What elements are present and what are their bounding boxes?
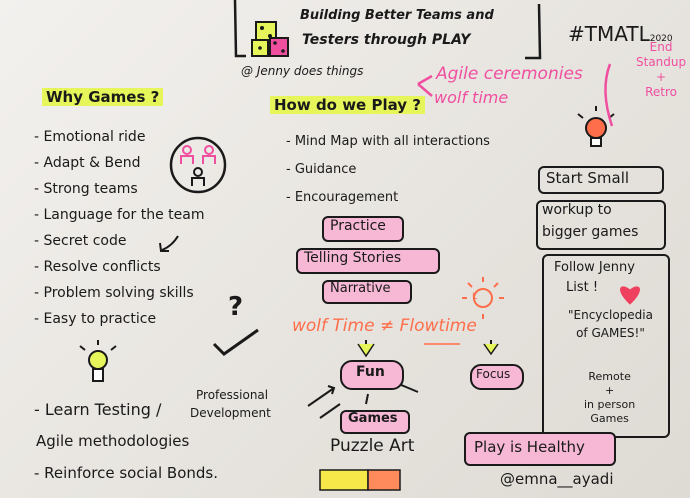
lightbulb-icon-right — [577, 106, 615, 147]
hashtag: #TMATL2020 — [568, 22, 673, 46]
clock-label: L — [472, 292, 478, 302]
remote-line-1: Remote — [588, 370, 631, 383]
list-item: - Language for the team — [34, 207, 205, 223]
how-play-heading: How do we Play ? — [270, 96, 425, 114]
list-item: - Resolve conflicts — [34, 259, 161, 275]
workup-line-2: bigger games — [542, 224, 639, 240]
list-item: - Easy to practice — [34, 311, 157, 327]
start-small-box — [538, 166, 664, 194]
bracket-retro: Retro — [645, 85, 678, 99]
hashtag-year: 2020 — [649, 34, 673, 44]
list-item: - Encouragement — [286, 190, 399, 205]
people-icon — [169, 136, 227, 194]
remote-line-4: Games — [590, 412, 629, 425]
question-mark: ? — [228, 292, 244, 322]
start-small: Start Small — [546, 169, 630, 187]
workup-line-1: workup to — [542, 202, 612, 218]
encyclopedia-line-2: of GAMES!" — [576, 326, 645, 340]
title-line-2: Testers through PLAY — [302, 32, 471, 48]
encyclopedia: "Encyclopedia of GAMES!" — [568, 306, 653, 342]
clock-icon — [462, 277, 504, 319]
workup-box — [536, 200, 666, 250]
play-is-healthy: Play is Healthy — [474, 438, 585, 456]
bracket-plus: + — [656, 70, 667, 84]
hashtag-text: #TMATL — [568, 22, 650, 46]
how-play-text: How do we Play ? — [270, 96, 425, 114]
title-line-1: Building Better Teams and — [300, 8, 494, 23]
follow-jenny: Follow Jenny List ! — [554, 258, 635, 298]
remote-line-3: in person — [584, 398, 636, 411]
lightbulb-icon — [79, 340, 117, 382]
why-games-list: - Emotional ride - Adapt & Bend - Strong… — [34, 124, 205, 332]
dice-icon — [251, 21, 289, 57]
healthy-box — [464, 432, 616, 466]
narrative-label: Narrative — [330, 281, 391, 296]
bracket-standup: Standup — [636, 55, 687, 69]
remote-games: Remote + in person Games — [584, 370, 635, 426]
how-play-list: - Mind Map with all interactions - Guida… — [286, 128, 490, 212]
list-item: - Emotional ride — [34, 129, 146, 145]
telling-stories-label: Telling Stories — [304, 250, 402, 266]
list-item: - Mind Map with all interactions — [286, 134, 490, 149]
check-icon — [212, 328, 259, 356]
author-credit: @ Jenny does things — [241, 64, 364, 78]
focus-label: Focus — [476, 367, 511, 381]
agile-bracket: End Standup + Retro — [636, 40, 686, 100]
fun-cloud — [340, 360, 404, 390]
author-handle: @emna__ayadi — [500, 470, 614, 488]
list-item: - Secret code — [34, 233, 127, 249]
why-games-text: Why Games ? — [42, 88, 164, 106]
learn-testing: - Learn Testing / — [34, 400, 162, 419]
list-item: - Problem solving skills — [34, 285, 194, 301]
practice-label: Practice — [330, 218, 386, 234]
telling-stories-box — [296, 248, 440, 274]
bracket-end: End — [649, 40, 673, 54]
why-games-heading: Why Games ? — [42, 88, 164, 106]
games-box — [340, 410, 410, 434]
development: Development — [190, 406, 271, 420]
focus-cloud — [470, 364, 524, 390]
practice-box — [322, 216, 404, 242]
list-item: - Adapt & Bend — [34, 155, 141, 171]
reinforce-bonds: - Reinforce social Bonds. — [34, 464, 218, 482]
follow-line-2: List ! — [566, 280, 599, 295]
follow-line-1: Follow Jenny — [554, 260, 635, 275]
professional: Professional — [196, 388, 269, 402]
fun-label: Fun — [356, 364, 385, 380]
agile-wolf-time: wolf time — [434, 88, 509, 107]
encyclopedia-line-1: "Encyclopedia — [568, 308, 653, 322]
agile-ceremonies: Agile ceremonies — [436, 64, 583, 84]
puzzle-art: Puzzle Art — [330, 436, 415, 456]
list-item: - Guidance — [286, 162, 357, 177]
agile-methodologies: Agile methodologies — [36, 432, 190, 450]
games-label: Games — [348, 411, 398, 426]
wolf-flow-time: wolf Time ≠ Flowtime — [292, 316, 477, 336]
remote-line-2: + — [605, 384, 615, 397]
narrative-box — [322, 280, 412, 304]
list-item: - Strong teams — [34, 181, 138, 197]
